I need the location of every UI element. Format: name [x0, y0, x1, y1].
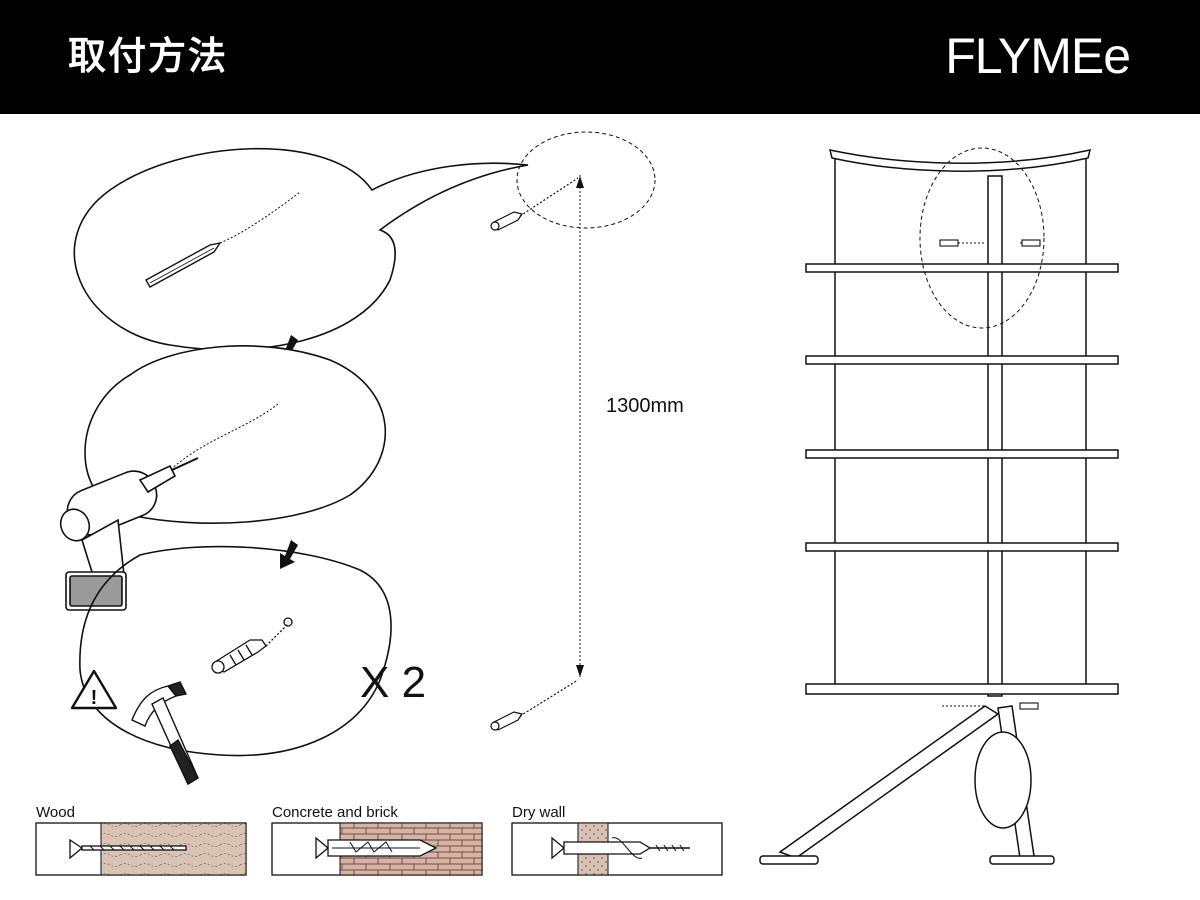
installation-diagram: ! X 2 1300mm — [35, 131, 1119, 876]
pencil-icon — [145, 241, 222, 288]
warning-icon: ! — [70, 669, 118, 710]
shelf — [805, 449, 1119, 459]
step-mark-bubble — [73, 147, 529, 351]
arrow-down-icon — [280, 540, 298, 569]
step-hammer-bubble: ! X 2 — [70, 545, 426, 786]
header-bar: 取付方法 FLYMEe — [0, 0, 1200, 114]
screw-icon — [69, 838, 187, 860]
warning-symbol: ! — [91, 687, 98, 709]
hammer-icon — [131, 681, 199, 786]
wall-type-label: Dry wall — [512, 804, 565, 821]
page-title: 取付方法 — [68, 34, 229, 78]
foot-pad — [759, 855, 819, 865]
support-leg — [778, 705, 1000, 859]
wall-type-label: Concrete and brick — [272, 804, 398, 821]
wall-type-wood: Wood — [35, 804, 247, 876]
wall-type-label: Wood — [36, 804, 75, 821]
spacing-measurement: 1300mm — [490, 131, 684, 731]
wall-type-concrete: Concrete and brick — [271, 804, 483, 876]
distance-label: 1300mm — [606, 395, 684, 417]
shelf-unit — [759, 147, 1119, 865]
wall-anchor-icon — [315, 836, 438, 860]
drill-icon — [59, 457, 199, 611]
wall-anchor-icon — [211, 617, 293, 674]
shelf — [805, 263, 1119, 273]
screw-icon — [939, 239, 1041, 247]
brand-logo: FLYMEe — [945, 28, 1131, 84]
foot-pad — [989, 855, 1055, 865]
shelf — [805, 683, 1119, 695]
top-rail — [828, 149, 1092, 172]
wall-anchor-icon — [490, 679, 579, 731]
repeat-count-label: X 2 — [360, 658, 426, 707]
detail-callout — [516, 131, 656, 229]
screw-icon — [942, 702, 1039, 710]
wall-type-drywall: Dry wall — [511, 804, 723, 876]
wall-anchor-icon — [551, 836, 690, 860]
detail-callout — [919, 147, 1045, 329]
wall-anchor-icon — [490, 177, 579, 231]
shelf — [805, 542, 1119, 552]
shelf — [805, 355, 1119, 365]
